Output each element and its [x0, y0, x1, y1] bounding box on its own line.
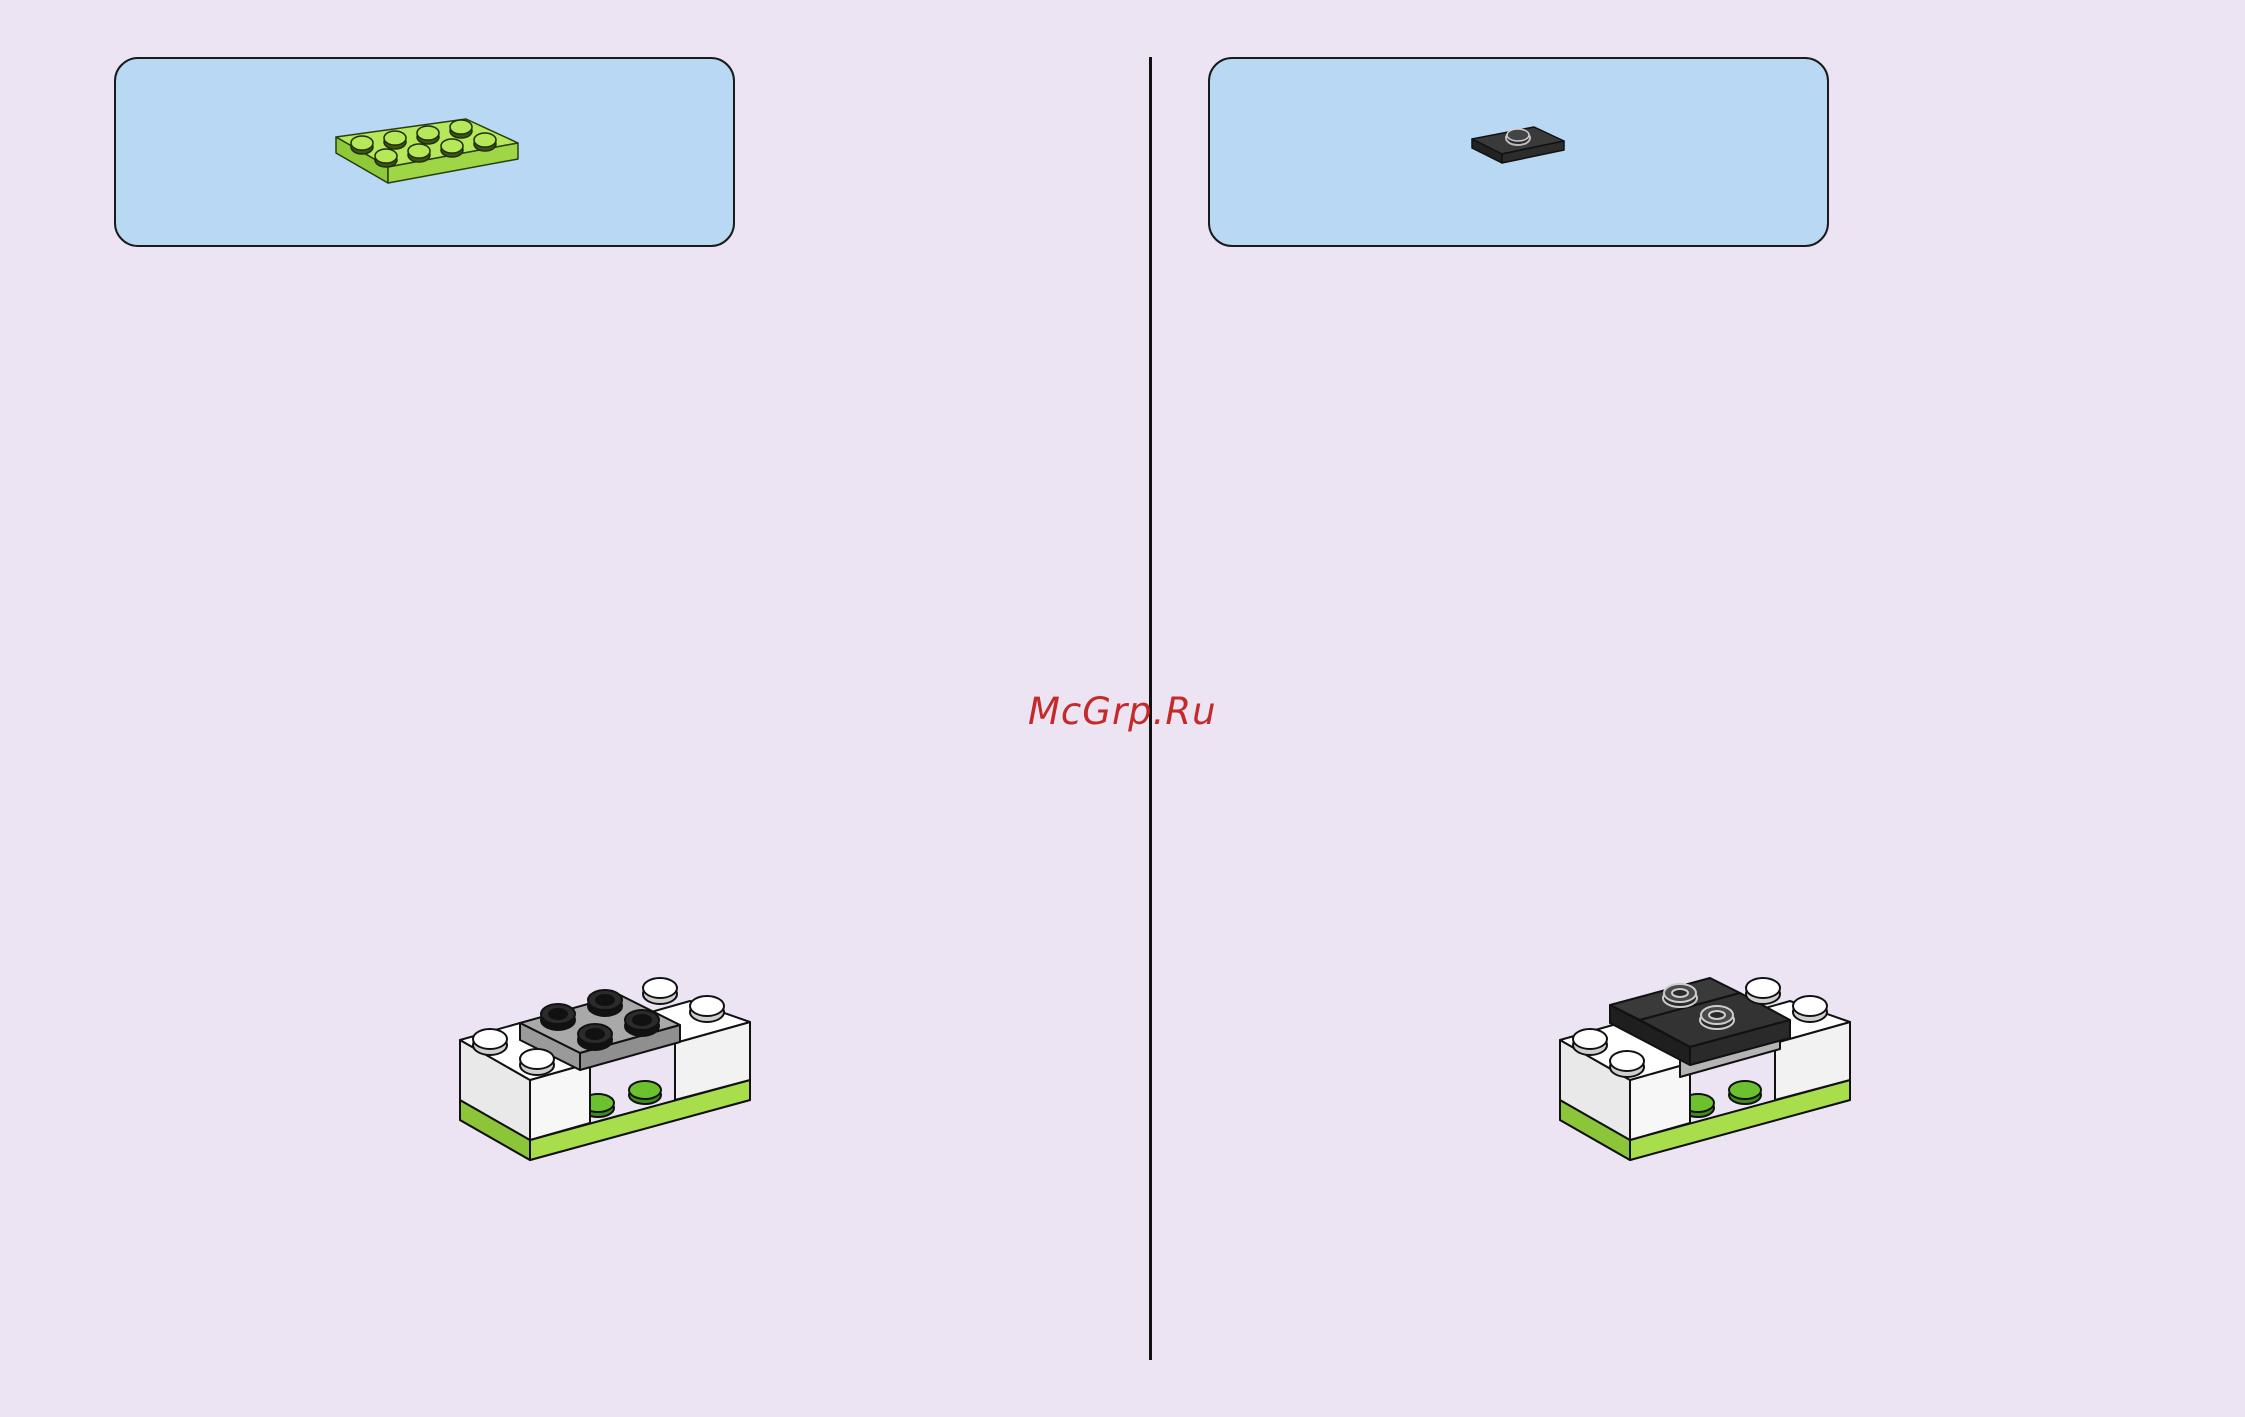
parts-callout-left — [114, 57, 735, 247]
assembly-gray-plate-icon — [455, 950, 755, 1195]
black-jumper-plate-1x2-icon — [1210, 59, 1827, 245]
watermark-text: McGrp.Ru — [1028, 690, 1217, 733]
parts-callout-right — [1208, 57, 1829, 247]
lime-plate-2x4-icon — [116, 59, 733, 245]
assembly-black-jumper-plates-icon — [1555, 950, 1855, 1195]
